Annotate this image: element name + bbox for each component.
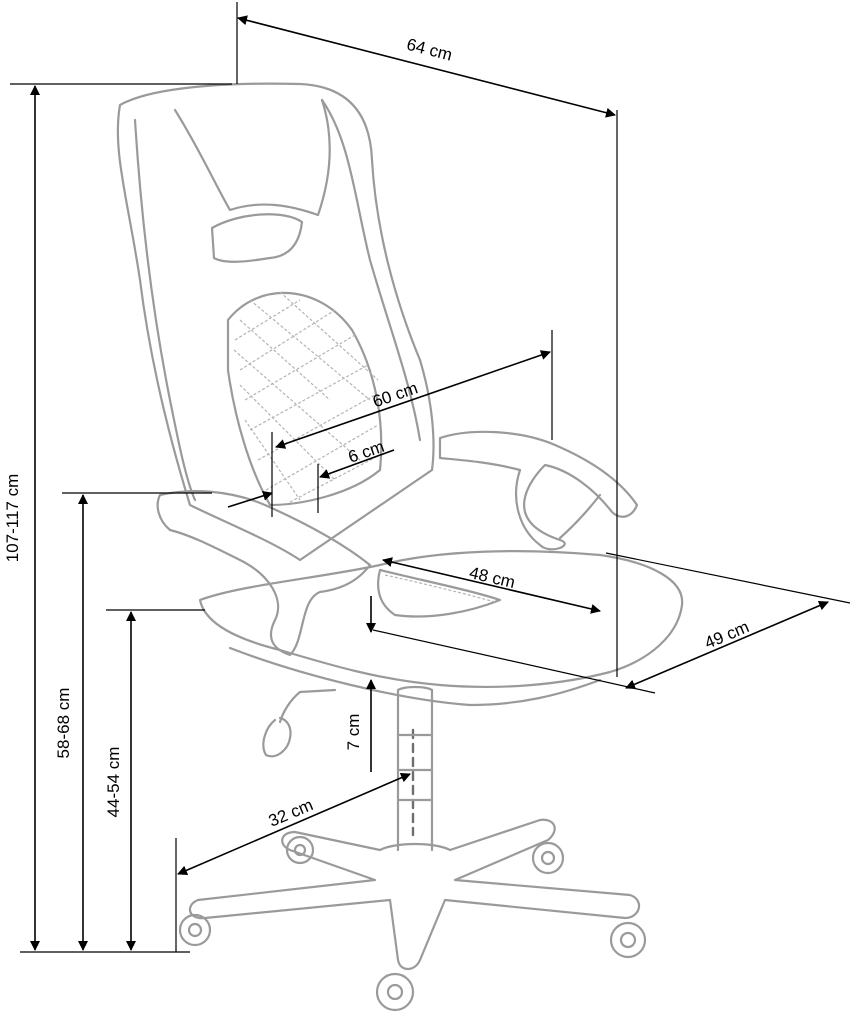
extension-lines xyxy=(10,2,851,953)
dimension-lines xyxy=(10,2,851,953)
label-total-height: 107-117 cm xyxy=(3,474,22,563)
label-seat-height: 44-54 cm xyxy=(104,747,123,818)
office-chair-drawing xyxy=(116,82,684,1012)
base-star xyxy=(188,818,641,971)
caster-wheel xyxy=(178,913,212,947)
dim-arrow-base-radius xyxy=(177,772,411,876)
headrest-pillow xyxy=(210,213,304,263)
caster-wheel xyxy=(609,921,647,959)
lumbar-panel xyxy=(226,291,383,507)
dim-arrow-seat-depth xyxy=(382,557,601,614)
label-seat-depth: 48 cm xyxy=(468,563,517,592)
dim-arrow-seat-width xyxy=(625,600,829,690)
label-armrest-height: 58-68 cm xyxy=(54,688,73,759)
dim-arrow-width xyxy=(237,15,616,118)
left-armrest xyxy=(156,490,372,657)
dim-arrow-lumbar xyxy=(227,490,273,508)
label-height-adjustment: 7 cm xyxy=(344,714,363,751)
gas-cylinder xyxy=(396,685,434,852)
label-seat-width: 49 cm xyxy=(702,617,752,653)
backrest-outline xyxy=(116,82,435,562)
caster-wheel xyxy=(375,972,415,1012)
seat-underside xyxy=(228,646,602,707)
tilt-lever xyxy=(262,690,302,758)
seat xyxy=(198,550,684,688)
backrest-headrest-curve xyxy=(173,98,331,217)
caster-wheel xyxy=(531,841,565,875)
dimension-labels: 64 cm 107-117 cm 60 cm 6 cm 48 cm 49 cm … xyxy=(3,35,752,831)
backrest-side-panel-left xyxy=(133,118,197,502)
right-armrest xyxy=(438,430,639,551)
dim-arrow-backrest-height xyxy=(275,350,551,449)
casters xyxy=(178,835,647,1012)
label-width: 64 cm xyxy=(405,35,455,65)
lumbar-stitching xyxy=(233,291,381,503)
right-armrest-support xyxy=(558,493,602,540)
